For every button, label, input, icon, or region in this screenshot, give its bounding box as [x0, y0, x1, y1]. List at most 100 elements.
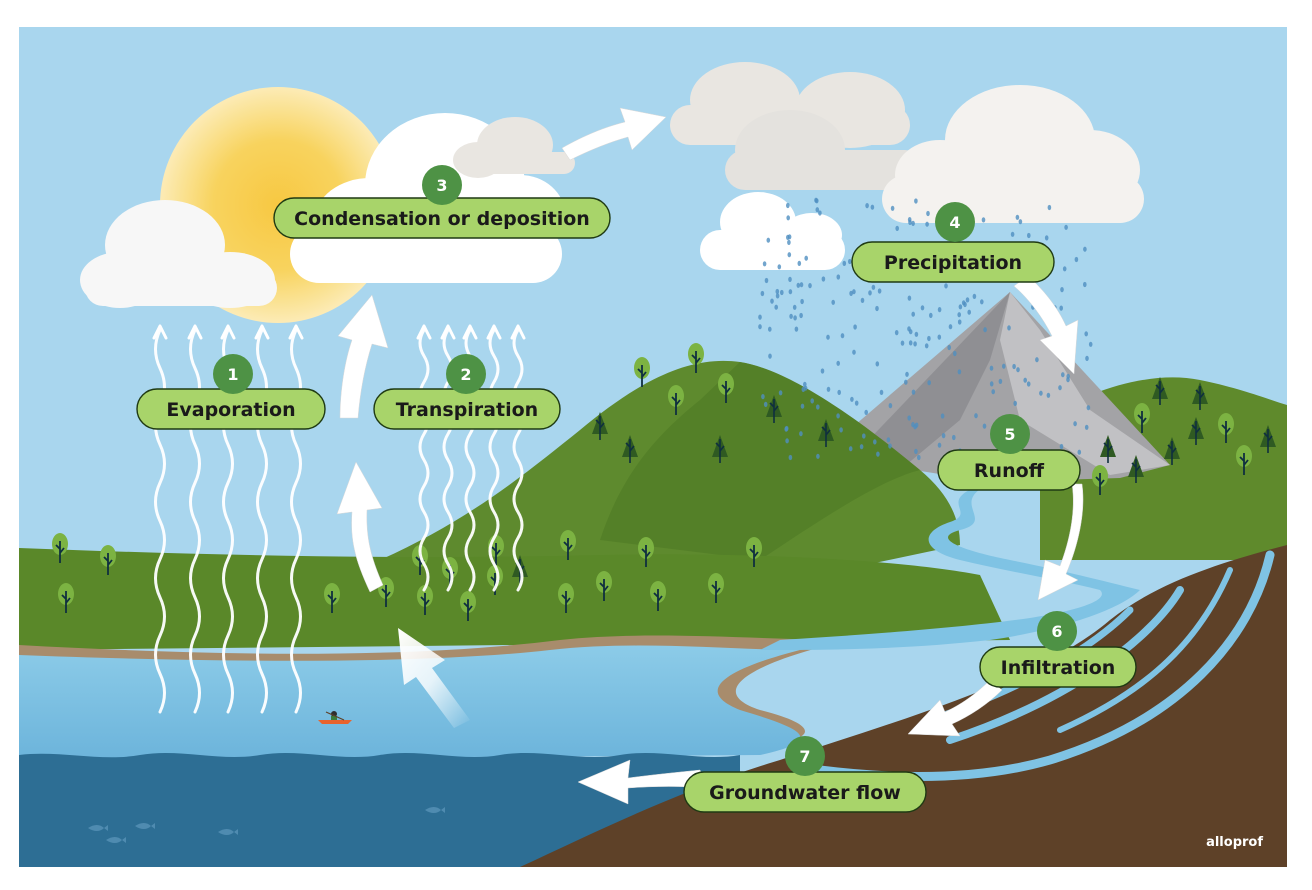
rain-drop — [957, 319, 962, 325]
rain-drop — [868, 290, 872, 296]
rain-drop — [924, 343, 929, 349]
step-6-number: 6 — [1051, 622, 1062, 641]
rain-drop — [815, 198, 819, 204]
rain-drop — [871, 284, 876, 290]
rain-drop — [1035, 357, 1039, 363]
rain-drop — [937, 334, 942, 340]
vapor-arrowhead — [462, 324, 478, 340]
rain-drop — [786, 215, 790, 221]
step-6-badge: 6 — [1037, 611, 1077, 651]
rain-drop — [775, 288, 780, 295]
step-5: Runoff — [937, 449, 1081, 491]
rain-drop — [998, 378, 1003, 384]
rain-drop — [1013, 400, 1017, 406]
rain-drop — [974, 413, 978, 419]
rain-drop — [766, 237, 771, 243]
cloud-middle — [725, 110, 925, 190]
rain-drop — [800, 298, 804, 305]
rain-drop — [908, 219, 912, 225]
rain-drop — [865, 203, 869, 209]
rain-drop — [907, 326, 911, 332]
rain-drop — [862, 433, 866, 439]
rain-drop — [1074, 256, 1079, 263]
step-7-number: 7 — [799, 747, 810, 766]
rain-drop — [840, 333, 845, 339]
arrow-precipitation — [1013, 275, 1079, 375]
rain-drop — [768, 326, 772, 332]
vapor-line — [418, 328, 430, 592]
rain-drop — [926, 210, 930, 217]
rain-drop — [911, 311, 915, 317]
rain-drop — [895, 225, 899, 231]
step-7-badge: 7 — [785, 736, 825, 776]
rain-drop — [920, 305, 925, 311]
rain-drop — [761, 394, 765, 400]
rain-drop — [957, 312, 961, 318]
vapor-arrowhead — [152, 324, 168, 340]
rain-drop — [852, 289, 856, 295]
rain-drop — [1046, 392, 1051, 398]
rain-drop — [1059, 443, 1064, 450]
rain-drop — [1086, 405, 1091, 411]
rain-drop — [1073, 421, 1077, 427]
arrow-to-cloud — [337, 294, 389, 419]
rain-drop — [877, 288, 882, 294]
rain-drop — [989, 365, 994, 371]
rain-drop — [758, 324, 762, 330]
rain-drop — [948, 324, 953, 330]
rain-drop — [888, 403, 893, 409]
rain-drop — [839, 427, 843, 433]
rain-drop — [908, 340, 913, 346]
vapor-arrowhead — [440, 324, 456, 340]
rain-drop — [763, 401, 768, 407]
rain-drop — [808, 283, 812, 289]
rain-drop — [1016, 367, 1020, 373]
rain-drop — [853, 324, 857, 330]
rain-drop — [848, 446, 853, 452]
rain-drop — [905, 371, 909, 377]
cycle-arrows — [336, 107, 1084, 805]
step-1-label: Evaporation — [166, 399, 295, 421]
rain-drop — [1062, 266, 1067, 272]
rain-drop — [965, 297, 970, 303]
rain-drop — [1061, 372, 1065, 378]
arrow-trees-up — [336, 461, 384, 593]
rain-drop — [758, 314, 762, 320]
rain-drop — [810, 398, 814, 404]
rain-drop — [911, 422, 915, 428]
rain-drop — [879, 389, 884, 395]
step-4-badge: 4 — [935, 202, 975, 242]
rain-drop — [849, 290, 853, 296]
rain-drop — [982, 423, 987, 429]
rain-drop — [1064, 224, 1068, 230]
rain-drop — [958, 304, 963, 310]
step-7: Groundwater flow — [683, 771, 927, 813]
rain-drop — [1007, 325, 1011, 331]
rain-drop — [764, 277, 769, 284]
rain-drop — [774, 304, 778, 310]
rain-drop — [913, 341, 917, 347]
rain-drop — [953, 350, 957, 357]
vapor-arrowhead — [254, 324, 270, 340]
rain-drop — [850, 396, 854, 402]
step-1: Evaporation — [136, 388, 326, 430]
rain-drop — [786, 234, 790, 240]
rain-drop — [944, 283, 948, 289]
vapor-arrowhead — [187, 324, 203, 340]
rain-drop — [961, 300, 966, 306]
rain-drop — [760, 290, 765, 297]
rain-drop — [1088, 341, 1093, 347]
rain-drop — [800, 403, 805, 409]
step-6-label: Infiltration — [1001, 657, 1116, 679]
rain-drop — [1077, 449, 1082, 455]
step-2-badge: 2 — [446, 354, 486, 394]
rain-drop — [917, 454, 921, 461]
vapor-arrowhead — [288, 324, 304, 340]
rain-drop — [914, 331, 919, 337]
rain-drop — [972, 293, 977, 299]
rain-drop — [907, 295, 912, 301]
rain-drop — [816, 453, 820, 459]
rain-drop — [907, 415, 911, 421]
rain-drop — [900, 340, 905, 346]
